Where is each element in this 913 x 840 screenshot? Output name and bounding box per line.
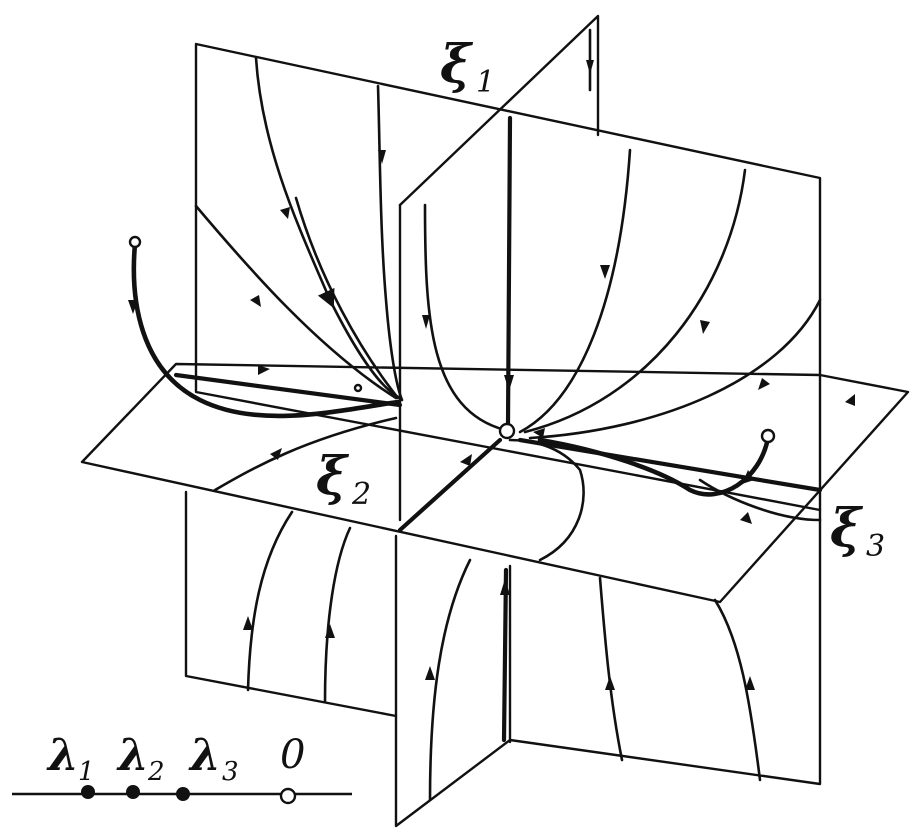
label-xi2-sub: 2 [351, 477, 371, 512]
flow-line [376, 84, 404, 402]
small-node [353, 383, 363, 393]
legend-dot-origin [279, 787, 297, 805]
legend-dot-lambda3 [176, 787, 190, 801]
label-xi3: ξ 3 [830, 498, 885, 564]
flow-line [294, 196, 400, 400]
trajectory-right [537, 435, 771, 497]
label-xi1-main: ξ [440, 34, 474, 95]
flow-line [423, 203, 507, 432]
flow-line [713, 598, 762, 782]
axis-xi1-lower [501, 567, 509, 743]
label-xi2-main: ξ [316, 446, 350, 507]
legend-dot-lambda2 [126, 785, 140, 799]
flow-line [246, 510, 294, 692]
flow-line [523, 168, 747, 434]
flow-line [518, 148, 632, 434]
start-point-right [760, 428, 776, 444]
label-xi1-sub: 1 [476, 65, 495, 100]
axis-xi3 [517, 437, 823, 493]
plane-xi1-xi3-upper [398, 14, 600, 207]
legend-lambda3-sub: 3 [222, 757, 239, 787]
legend-lambda1-main: λ [46, 730, 79, 781]
label-xi3-main: ξ [830, 498, 864, 559]
origin-point [498, 422, 516, 440]
label-xi3-sub: 3 [866, 529, 885, 564]
flow-line [323, 526, 352, 704]
start-point-left [128, 235, 142, 249]
flow-line [508, 438, 585, 562]
flow-line [528, 298, 822, 440]
axis-xi2 [173, 372, 403, 408]
plane-lower-back [184, 490, 398, 718]
flow-line [428, 558, 472, 802]
flow-line [254, 56, 402, 400]
plane-xi2-xi3 [80, 362, 910, 604]
flow-line [213, 416, 398, 492]
label-xi2: ξ 2 [316, 446, 371, 512]
axis-xi1-upper [505, 115, 513, 428]
legend-lambda2-main: λ [116, 730, 149, 781]
flow-line [598, 576, 624, 762]
arrowheads [128, 60, 855, 690]
flow-line [698, 478, 822, 522]
legend-lambda3-main: λ [188, 730, 221, 781]
legend-lambda1-sub: 1 [78, 757, 95, 787]
legend-origin-label: 0 [280, 732, 305, 778]
flow-line [194, 204, 398, 400]
axis-xi2-front [397, 437, 503, 533]
eigenvalue-legend: λ 1 λ 2 λ 3 0 [12, 730, 352, 805]
label-xi1: ξ 1 [440, 34, 495, 100]
legend-lambda2-sub: 2 [147, 757, 165, 787]
legend-dot-lambda1 [81, 785, 95, 799]
